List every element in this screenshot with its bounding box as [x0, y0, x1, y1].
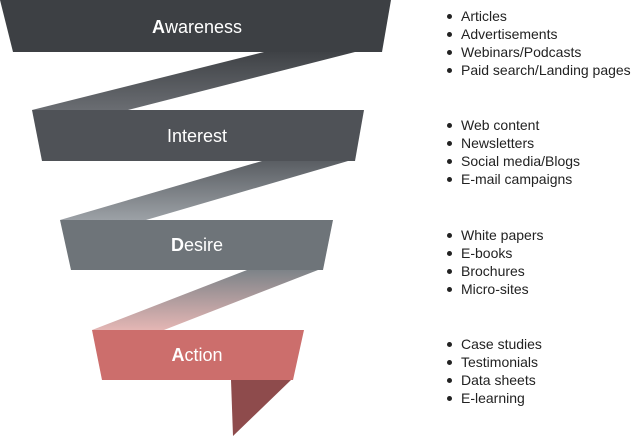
bullet-icon — [447, 32, 452, 37]
stage-label-desire: Desire — [171, 235, 223, 255]
list-item: Case studies — [444, 335, 542, 353]
awareness-tactics-list: Articles Advertisements Webinars/Podcast… — [444, 7, 631, 79]
ribbon-awareness-interest — [32, 52, 355, 110]
list-item-label: E-mail campaigns — [461, 171, 573, 187]
desire-tactics-list: White papers E-books Brochures Micro-sit… — [444, 226, 543, 298]
bullet-icon — [447, 50, 452, 55]
stage-label-initial: A — [152, 17, 165, 37]
list-item-label: E-learning — [461, 390, 525, 406]
list-item-label: Data sheets — [461, 372, 536, 388]
list-item-label: Social media/Blogs — [461, 153, 581, 169]
list-item: Advertisements — [444, 25, 631, 43]
bullet-icon — [447, 269, 452, 274]
list-item: Micro-sites — [444, 280, 543, 298]
list-item: E-mail campaigns — [444, 170, 580, 188]
list-item: Social media/Blogs — [444, 152, 580, 170]
list-item-label: Newsletters — [461, 135, 535, 151]
list-item: E-learning — [444, 389, 542, 407]
list-item: Newsletters — [444, 134, 580, 152]
list-item-label: Web content — [461, 117, 540, 133]
list-item-label: White papers — [461, 227, 544, 243]
action-tactics-list: Case studies Testimonials Data sheets E-… — [444, 335, 542, 407]
bullet-icon — [447, 233, 452, 238]
ribbon-desire-action — [92, 270, 318, 330]
bullet-icon — [447, 177, 452, 182]
stage-label-rest: wareness — [164, 17, 242, 37]
stage-band-interest — [32, 110, 364, 161]
list-item: Articles — [444, 7, 631, 25]
list-item-label: E-books — [461, 245, 513, 261]
bullet-icon — [447, 396, 452, 401]
list-item: E-books — [444, 244, 543, 262]
stage-label-action: Action — [171, 345, 222, 365]
funnel-tail — [231, 380, 291, 436]
bullet-icon — [447, 251, 452, 256]
interest-tactics-list: Web content Newsletters Social media/Blo… — [444, 116, 580, 188]
stage-label-rest: Interest — [167, 126, 227, 146]
stage-band-action — [92, 330, 304, 380]
list-item-label: Brochures — [461, 263, 525, 279]
bullet-icon — [447, 360, 452, 365]
list-item: Webinars/Podcasts — [444, 43, 631, 61]
list-item: Paid search/Landing pages — [444, 61, 631, 79]
bullet-icon — [447, 159, 452, 164]
bullet-icon — [447, 287, 452, 292]
list-item: Testimonials — [444, 353, 542, 371]
list-item: Brochures — [444, 262, 543, 280]
list-item: Web content — [444, 116, 580, 134]
bullet-icon — [447, 141, 452, 146]
stage-band-desire — [60, 220, 333, 270]
stage-label-interest: Interest — [167, 126, 227, 146]
list-item-label: Testimonials — [461, 354, 539, 370]
list-item-label: Articles — [461, 8, 507, 24]
bullet-icon — [447, 14, 452, 19]
list-item-label: Advertisements — [461, 26, 558, 42]
stage-label-awareness: Awareness — [152, 17, 242, 37]
bullet-icon — [447, 123, 452, 128]
list-item: White papers — [444, 226, 543, 244]
list-item-label: Case studies — [461, 336, 542, 352]
bullet-icon — [447, 342, 452, 347]
bullet-icon — [447, 68, 452, 73]
stage-label-rest: ction — [184, 345, 222, 365]
list-item: Data sheets — [444, 371, 542, 389]
list-item-label: Paid search/Landing pages — [461, 62, 631, 78]
stage-band-awareness — [0, 0, 391, 52]
stage-label-initial: D — [171, 235, 184, 255]
list-item-label: Webinars/Podcasts — [461, 44, 582, 60]
stage-label-rest: esire — [184, 235, 223, 255]
ribbon-interest-desire — [60, 161, 348, 220]
stage-label-initial: A — [171, 345, 184, 365]
bullet-icon — [447, 378, 452, 383]
list-item-label: Micro-sites — [461, 281, 529, 297]
